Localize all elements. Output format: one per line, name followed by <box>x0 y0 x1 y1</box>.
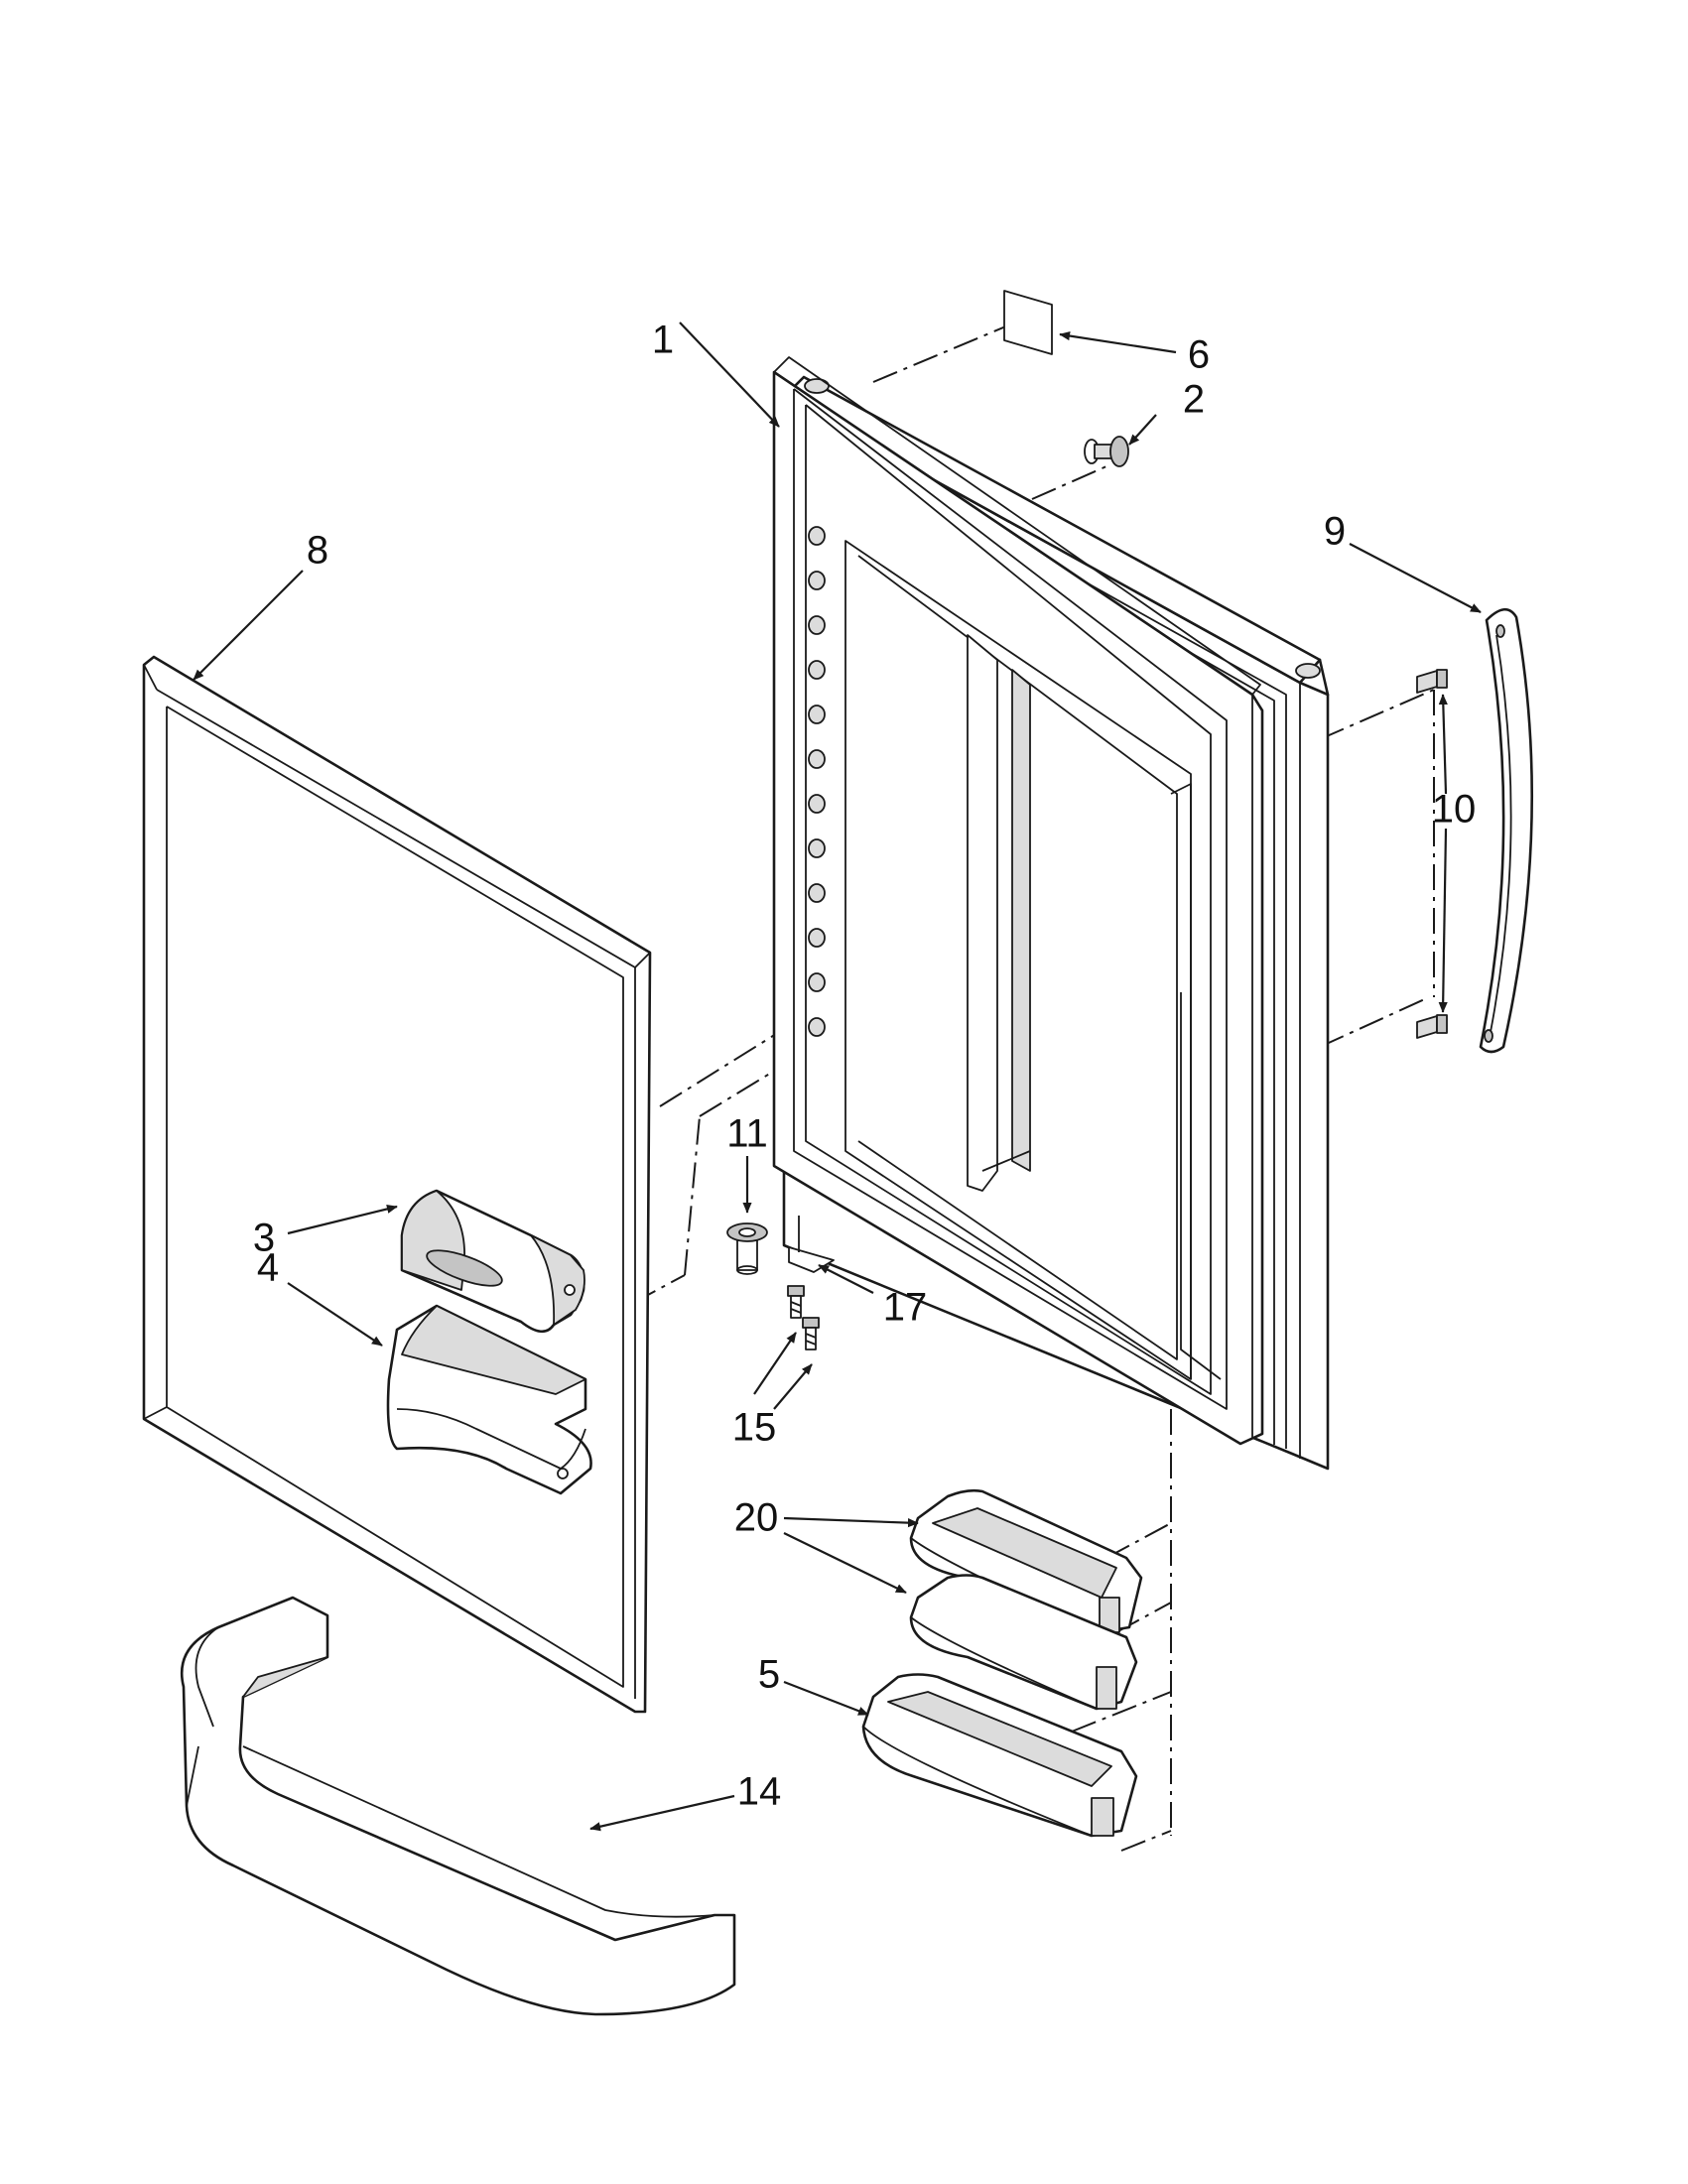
part-10-screws <box>1416 669 1448 1039</box>
callout-4: 4 <box>257 1246 279 1290</box>
callout-20: 20 <box>734 1496 779 1540</box>
part-8-door-panel <box>142 655 652 1714</box>
part-1-door-frame <box>772 356 1330 1471</box>
part-4-bucket <box>386 1304 592 1495</box>
callout-3: 3 <box>253 1217 275 1260</box>
callout-10: 10 <box>1432 788 1477 832</box>
part-6-label-sticker <box>1003 290 1053 355</box>
callout-1: 1 <box>652 319 674 362</box>
callout-5: 5 <box>758 1653 780 1697</box>
part-2-hinge-pin <box>1084 436 1129 467</box>
part-5-door-bin <box>861 1673 1138 1838</box>
callout-labels: 1 6 2 8 9 10 11 3 4 17 15 20 5 14 <box>253 319 1476 1814</box>
callout-6: 6 <box>1188 333 1210 377</box>
part-11-hinge-bushing <box>726 1222 768 1275</box>
callout-leaders <box>193 321 1482 1832</box>
callout-8: 8 <box>307 529 328 573</box>
shelf-support-dimples <box>808 526 826 1037</box>
part-3-dispenser-housing <box>400 1189 585 1334</box>
part-9-handle <box>1479 607 1534 1054</box>
callout-15: 15 <box>732 1406 777 1450</box>
part-14-bottom-bin <box>180 1596 736 2016</box>
callout-9: 9 <box>1324 510 1346 554</box>
part-20-door-bins <box>909 1488 1143 1711</box>
part-15-screws <box>787 1285 820 1350</box>
callout-11: 11 <box>726 1112 768 1156</box>
callout-2: 2 <box>1183 378 1205 422</box>
callout-14: 14 <box>737 1770 782 1814</box>
callout-17: 17 <box>883 1286 928 1330</box>
